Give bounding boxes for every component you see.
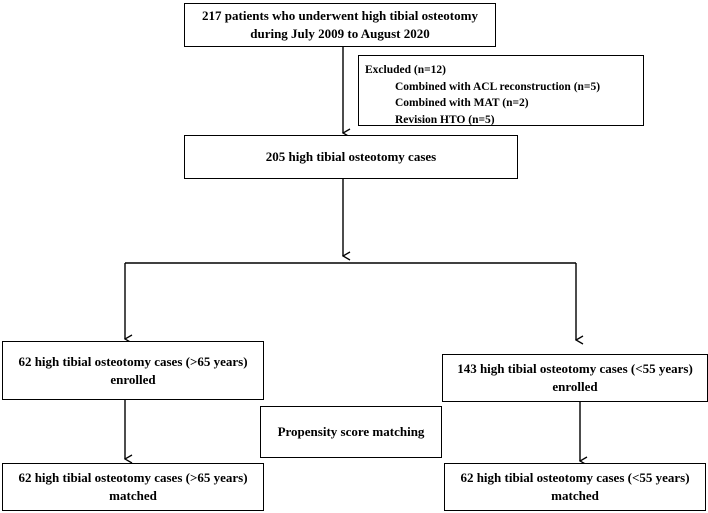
top-box: 217 patients who underwent high tibial o… — [184, 3, 496, 47]
excluded-title: Excluded (n=12) — [365, 64, 446, 76]
excluded-box: Excluded (n=12) Combined with ACL recons… — [358, 55, 644, 126]
propensity-score-box: Propensity score matching — [260, 406, 442, 458]
right-matched-line2: matched — [551, 488, 599, 503]
middle-line1: 205 high tibial osteotomy cases — [265, 149, 437, 165]
top-line2: during July 2009 to August 2020 — [250, 26, 430, 41]
left-matched-line2: matched — [109, 488, 157, 503]
excluded-item: Revision HTO (n=5) — [395, 114, 495, 127]
left-matched-line1: 62 high tibial osteotomy cases (>65 year… — [18, 470, 248, 486]
left-enrolled-box: 62 high tibial osteotomy cases (>65 year… — [2, 341, 264, 400]
left-enrolled-line1: 62 high tibial osteotomy cases (>65 year… — [18, 353, 248, 369]
right-matched-box: 62 high tibial osteotomy cases (<55 year… — [444, 463, 706, 511]
excluded-item: Combined with MAT (n=2) — [395, 97, 529, 110]
right-enrolled-box: 143 high tibial osteotomy cases (<55 yea… — [442, 354, 708, 402]
left-enrolled-line2: enrolled — [110, 371, 156, 387]
middle-box: 205 high tibial osteotomy cases — [184, 135, 518, 179]
right-enrolled-line1: 143 high tibial osteotomy cases (<55 yea… — [457, 361, 693, 377]
right-enrolled-line2: enrolled — [552, 379, 598, 394]
left-matched-box: 62 high tibial osteotomy cases (>65 year… — [2, 463, 264, 511]
excluded-item: Combined with ACL reconstruction (n=5) — [395, 80, 601, 93]
top-line1: 217 patients who underwent high tibial o… — [202, 8, 478, 24]
propensity-score-label: Propensity score matching — [277, 424, 425, 440]
right-matched-line1: 62 high tibial osteotomy cases (<55 year… — [460, 470, 690, 486]
